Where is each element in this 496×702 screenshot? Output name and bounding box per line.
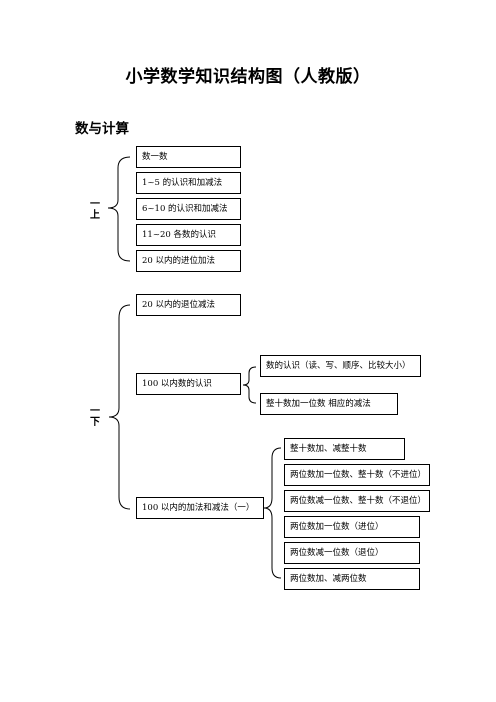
grade-label-line: 一: [90, 406, 100, 417]
topic-box: 数一数: [136, 146, 241, 168]
subtopic-box: 数的认识（读、写、顺序、比较大小）: [260, 355, 421, 377]
grade-label-line: 一: [90, 199, 100, 210]
subtopic-box: 两位数加一位数（进位）: [284, 516, 420, 538]
subtopic-box: 两位数减一位数（退位）: [284, 542, 420, 564]
grade-label-line: 上: [90, 210, 100, 221]
subtopic-box: 两位数加、减两位数: [284, 568, 420, 590]
brace-grade-1-lower: [108, 304, 131, 510]
topic-box: 20 以内的进位加法: [136, 250, 241, 272]
page-title: 小学数学知识结构图（人教版）: [125, 67, 371, 87]
topic-box: 100 以内的加法和减法（一）: [136, 497, 264, 519]
grade-1-upper-label: 一 上: [89, 199, 101, 221]
section-heading: 数与计算: [75, 121, 129, 137]
topic-box: 11~20 各数的认识: [136, 224, 241, 246]
brace-within100: [242, 366, 257, 404]
subtopic-box: 整十数加、减整十数: [284, 438, 405, 460]
subtopic-box: 两位数减一位数、整十数（不退位）: [284, 490, 430, 512]
subtopic-box: 整十数加一位数 相应的减法: [260, 393, 398, 415]
subtopic-box: 两位数加一位数、整十数（不进位）: [284, 464, 430, 486]
topic-box: 20 以内的退位减法: [136, 294, 241, 316]
grade-1-lower-label: 一 下: [89, 406, 101, 428]
brace-addsub100: [263, 447, 282, 579]
grade-label-line: 下: [90, 417, 100, 428]
brace-grade-1-upper: [107, 156, 131, 262]
topic-box: 100 以内数的认识: [136, 373, 241, 395]
topic-box: 1~5 的认识和加减法: [136, 172, 241, 194]
topic-box: 6~10 的认识和加减法: [136, 198, 241, 220]
